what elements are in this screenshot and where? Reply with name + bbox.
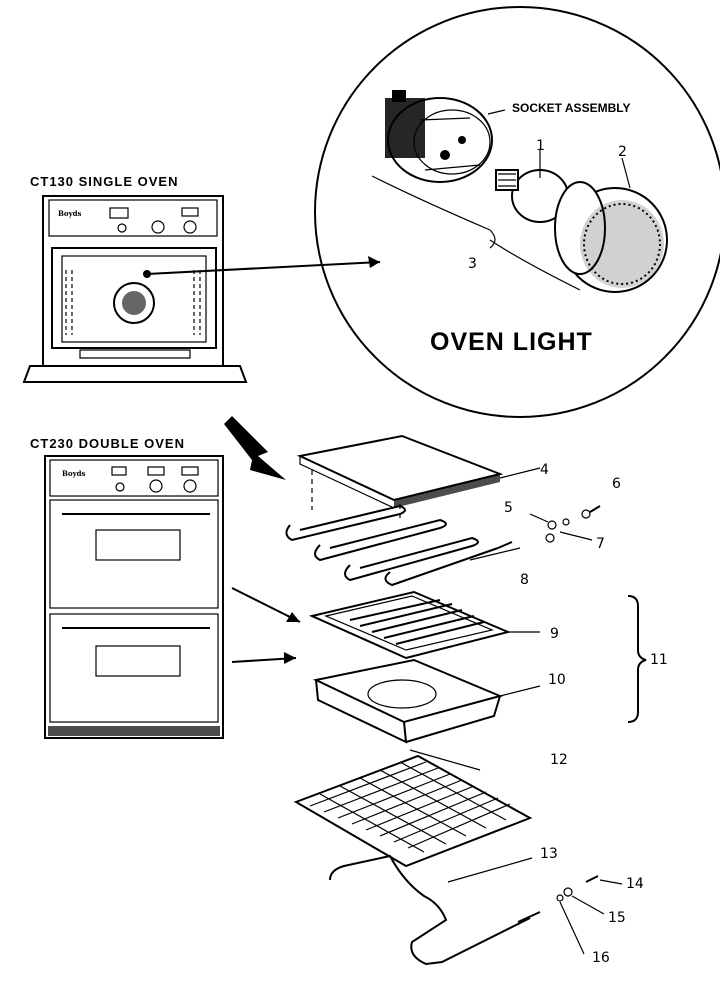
- callout-10: 10: [548, 672, 566, 688]
- single-oven-title: CT130 SINGLE OVEN: [30, 174, 178, 189]
- part-9-grid: [308, 590, 540, 660]
- arrow-to-oven-light: [146, 261, 381, 275]
- callout-5: 5: [504, 500, 513, 516]
- callout-4: 4: [540, 462, 549, 478]
- callout-11: 11: [650, 652, 668, 668]
- bracket-11: [627, 595, 647, 723]
- callout-6: 6: [612, 476, 621, 492]
- callout-1: 1: [536, 138, 545, 154]
- double-oven: CT230 DOUBLE OVEN Boyds: [30, 436, 224, 739]
- svg-text:Boyds: Boyds: [62, 469, 86, 478]
- double-oven-title: CT230 DOUBLE OVEN: [30, 436, 185, 451]
- part-8-element: [285, 504, 521, 587]
- part-10-pan: [312, 658, 541, 744]
- oven-light-detail: SOCKET ASSEMBLY 1 2 3 OVEN LIGHT: [314, 6, 720, 418]
- callout-13: 13: [540, 846, 558, 862]
- part-4-shield: [296, 434, 541, 520]
- callout-12: 12: [550, 752, 568, 768]
- light-bulb-part: [495, 169, 569, 223]
- svg-text:Boyds: Boyds: [58, 209, 82, 218]
- part-13-element: [329, 854, 599, 966]
- arrow-upper: [231, 587, 301, 623]
- callout-9: 9: [550, 626, 559, 642]
- callout-8: 8: [520, 572, 529, 588]
- single-oven: CT130 SINGLE OVEN Boyds: [22, 174, 248, 383]
- callout-14: 14: [626, 876, 644, 892]
- oven-light-title: OVEN LIGHT: [430, 328, 593, 356]
- callout-15: 15: [608, 910, 626, 926]
- callout-16: 16: [592, 950, 610, 966]
- hardware-5-6-7: [529, 505, 601, 543]
- callout-3: 3: [468, 256, 477, 272]
- socket-assembly-part: [385, 90, 493, 183]
- callout-7: 7: [596, 536, 605, 552]
- big-arrow: [224, 416, 286, 480]
- socket-assembly-label: SOCKET ASSEMBLY: [512, 101, 630, 115]
- lens-cover-part: [554, 181, 668, 293]
- callout-2: 2: [618, 144, 627, 160]
- part-12-rack: [293, 749, 533, 868]
